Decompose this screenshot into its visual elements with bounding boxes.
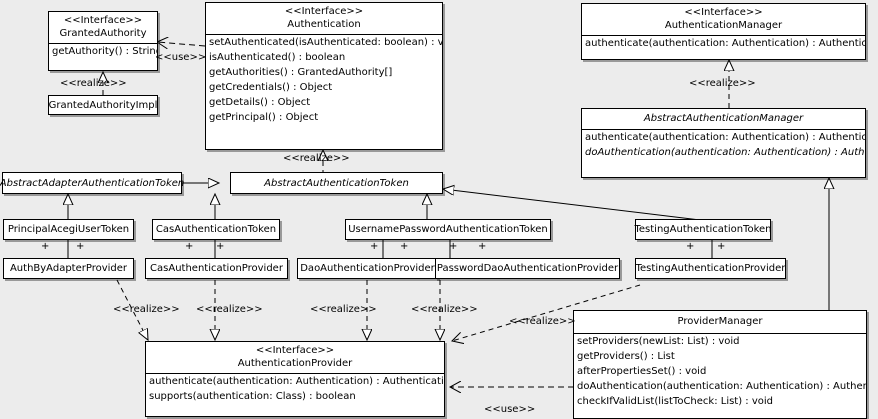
class-header: <<Interface>> AuthenticationProvider: [146, 342, 444, 373]
class-testing-authentication-token[interactable]: TestingAuthenticationToken: [634, 219, 772, 240]
class-name-label: TestingAuthenticationToken: [634, 224, 772, 235]
class-name-label: ProviderManager: [677, 316, 763, 327]
operation-get-providers: getProviders() : List: [577, 351, 675, 362]
association-plus-marker: +: [686, 241, 695, 252]
class-header: AbstractAuthenticationManager: [582, 109, 865, 129]
association-plus-marker: +: [449, 241, 458, 252]
edge-label-realize-testing-provider: <<realize>>: [509, 316, 576, 327]
class-dao-authentication-provider[interactable]: DaoAuthenticationProvider: [297, 258, 438, 279]
stereotype-label: <<Interface>>: [63, 15, 143, 26]
edge-label-realize-granted-authority-impl: <<realize>>: [60, 78, 127, 89]
class-header: <<Interface>> GrantedAuthority: [49, 12, 157, 43]
operation-is-authenticated: isAuthenticated() : boolean: [209, 52, 346, 63]
operation-do-authentication: doAuthentication(authentication: Authent…: [577, 381, 866, 392]
association-plus-marker: +: [76, 241, 85, 252]
class-name-label: CasAuthenticationToken: [155, 224, 277, 235]
class-abstract-adapter-authentication-token[interactable]: AbstractAdapterAuthenticationToken: [0, 172, 185, 194]
class-name-label: AbstractAdapterAuthenticationToken: [0, 177, 185, 189]
association-plus-marker: +: [400, 241, 409, 252]
class-header: <<Interface>> AuthenticationManager: [582, 4, 865, 35]
operation-do-authentication: doAuthentication(authentication: Authent…: [585, 147, 865, 158]
class-provider-manager[interactable]: ProviderManager setProviders(newList: Li…: [573, 310, 867, 419]
edge-label-realize-password-dao-provider: <<realize>>: [411, 304, 478, 315]
association-plus-marker: +: [185, 241, 194, 252]
class-password-dao-authentication-provider[interactable]: PasswordDaoAuthenticationProvider: [435, 258, 620, 279]
operation-authenticate: authenticate(authentication: Authenticat…: [585, 132, 865, 143]
operation-set-providers: setProviders(newList: List) : void: [577, 336, 740, 347]
class-name-label: TestingAuthenticationProvider: [635, 263, 786, 274]
class-granted-authority[interactable]: <<Interface>> GrantedAuthority getAuthor…: [48, 11, 158, 71]
class-principal-acegi-user-token[interactable]: PrincipalAcegiUserToken: [3, 219, 134, 240]
operations-compartment: getAuthority() : String: [49, 43, 157, 59]
class-name-label: DaoAuthenticationProvider: [300, 263, 435, 274]
class-name-label: AbstractAuthenticationToken: [264, 177, 409, 189]
stereotype-label: <<Interface>>: [255, 345, 335, 356]
class-abstract-authentication-manager[interactable]: AbstractAuthenticationManager authentica…: [581, 108, 866, 178]
class-username-password-authentication-token[interactable]: UsernamePasswordAuthenticationToken: [345, 219, 551, 240]
operation-get-authorities: getAuthorities() : GrantedAuthority[]: [209, 67, 393, 78]
operation-after-properties-set: afterPropertiesSet() : void: [577, 366, 707, 377]
association-plus-marker: +: [216, 241, 225, 252]
class-cas-authentication-token[interactable]: CasAuthenticationToken: [152, 219, 280, 240]
class-name-label: GrantedAuthority: [59, 28, 147, 39]
operation-check-if-valid-list: checkIfValidList(listToCheck: List) : vo…: [577, 396, 774, 407]
edge-label-realize-cas-provider: <<realize>>: [196, 304, 263, 315]
operation-supports: supports(authentication: Class) : boolea…: [149, 391, 356, 402]
class-name-label: AuthByAdapterProvider: [9, 263, 128, 274]
class-name-label: UsernamePasswordAuthenticationToken: [348, 224, 548, 235]
stereotype-label: <<Interface>>: [684, 7, 763, 18]
operation-get-credentials: getCredentials() : Object: [209, 82, 333, 93]
class-header: <<Interface>> Authentication: [206, 3, 442, 34]
stereotype-label: <<Interface>>: [284, 6, 364, 17]
class-name-label: AbstractAuthenticationManager: [643, 113, 804, 124]
class-authentication[interactable]: <<Interface>> Authentication setAuthenti…: [205, 2, 443, 150]
class-name-label: PrincipalAcegiUserToken: [7, 224, 130, 235]
operations-compartment: authenticate(authentication: Authenticat…: [146, 373, 444, 404]
operation-get-authority: getAuthority() : String: [52, 46, 157, 57]
class-header: ProviderManager: [574, 311, 866, 333]
operations-compartment: authenticate(authentication: Authenticat…: [582, 35, 865, 51]
edge-label-use-provider-manager: <<use>>: [484, 404, 536, 415]
edge-label-use-granted-authority: <<use>>: [155, 52, 207, 63]
class-name-label: AuthenticationProvider: [237, 358, 353, 369]
association-plus-marker: +: [41, 241, 50, 252]
class-authentication-manager[interactable]: <<Interface>> AuthenticationManager auth…: [581, 3, 866, 60]
edge-label-realize-abstract-auth-manager: <<realize>>: [689, 78, 756, 89]
association-plus-marker: +: [717, 241, 726, 252]
operation-set-authenticated: setAuthenticated(isAuthenticated: boolea…: [209, 37, 442, 48]
operations-compartment: setProviders(newList: List) : void getPr…: [574, 333, 866, 409]
class-name-label: CasAuthenticationProvider: [150, 263, 283, 274]
class-authentication-provider[interactable]: <<Interface>> AuthenticationProvider aut…: [145, 341, 445, 417]
class-name-label: AuthenticationManager: [664, 20, 783, 31]
class-granted-authority-impl[interactable]: GrantedAuthorityImpl: [48, 95, 158, 115]
association-plus-marker: +: [478, 241, 487, 252]
operations-compartment: setAuthenticated(isAuthenticated: boolea…: [206, 34, 442, 125]
operations-compartment: authenticate(authentication: Authenticat…: [582, 129, 865, 160]
operation-authenticate: authenticate(authentication: Authenticat…: [585, 38, 865, 49]
association-plus-marker: +: [370, 241, 379, 252]
edge-label-realize-auth-by-adapter: <<realize>>: [113, 304, 180, 315]
operation-get-details: getDetails() : Object: [209, 97, 311, 108]
class-auth-by-adapter-provider[interactable]: AuthByAdapterProvider: [3, 258, 134, 279]
edge-label-realize-dao-provider: <<realize>>: [310, 304, 377, 315]
operation-get-principal: getPrincipal() : Object: [209, 112, 319, 123]
class-name-label: PasswordDaoAuthenticationProvider: [436, 263, 619, 274]
class-name-label: Authentication: [287, 19, 361, 30]
edge-label-realize-authentication-token: <<realize>>: [283, 153, 350, 164]
class-testing-authentication-provider[interactable]: TestingAuthenticationProvider: [635, 258, 786, 279]
class-name-label: GrantedAuthorityImpl: [48, 99, 158, 111]
class-abstract-authentication-token[interactable]: AbstractAuthenticationToken: [230, 172, 443, 194]
operation-authenticate: authenticate(authentication: Authenticat…: [149, 376, 444, 387]
class-cas-authentication-provider[interactable]: CasAuthenticationProvider: [145, 258, 288, 279]
